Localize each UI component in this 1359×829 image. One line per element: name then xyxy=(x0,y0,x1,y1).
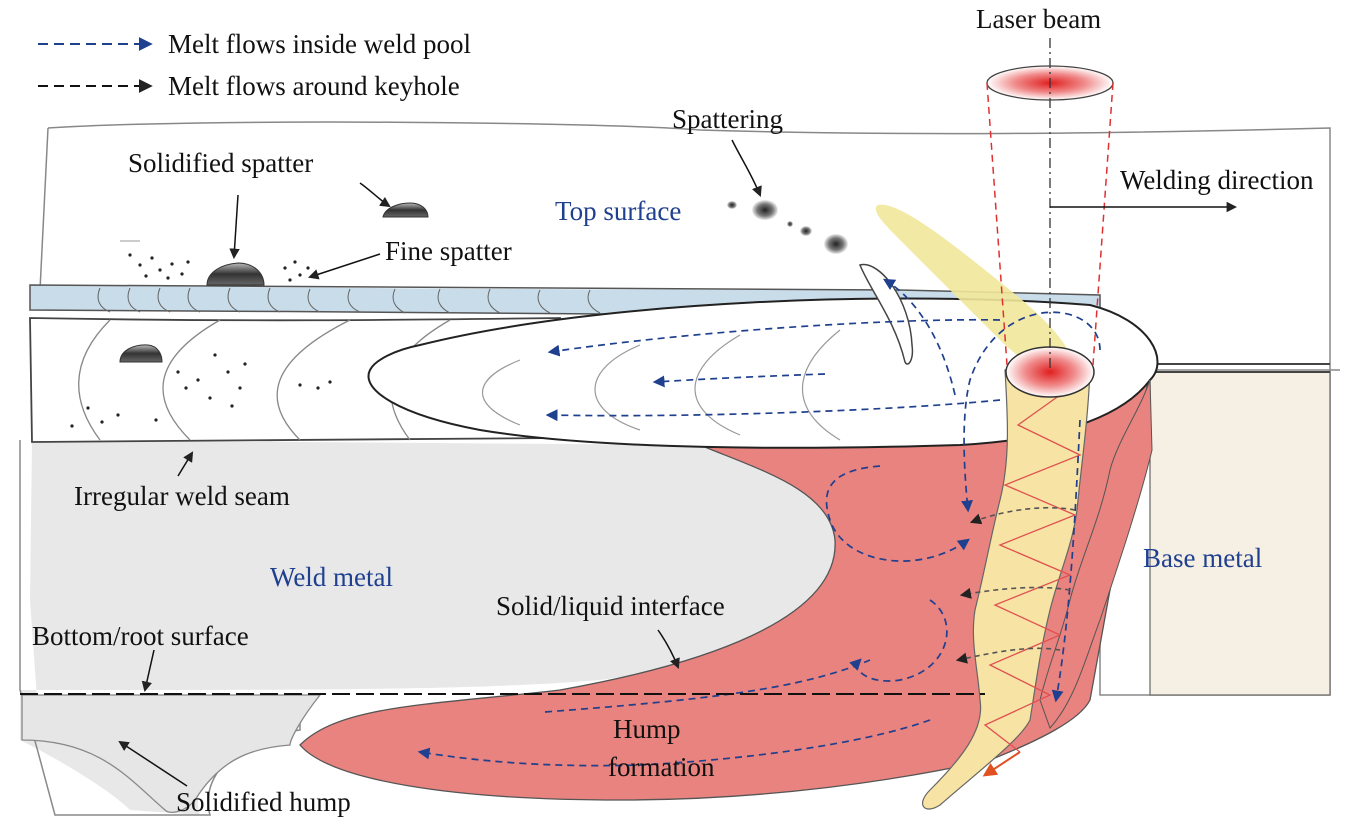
spatter-droplet xyxy=(824,234,848,254)
solidified-hump-shape xyxy=(21,694,322,813)
black-flow-arrows xyxy=(955,506,1076,664)
workpiece xyxy=(19,121,1340,816)
solidified-spatter-blob-2 xyxy=(382,202,429,218)
legend: Melt flows inside weld pool Melt flows a… xyxy=(38,29,471,101)
label-spattering: Spattering xyxy=(672,104,783,134)
label-base-metal: Base metal xyxy=(1143,543,1262,573)
legend-blue-label: Melt flows inside weld pool xyxy=(168,29,471,59)
label-hump-formation-1: Hump xyxy=(613,714,681,744)
label-hump-formation-2: formation xyxy=(608,752,715,782)
label-solidified-spatter: Solidified spatter xyxy=(128,148,313,178)
label-bottom-root-surface: Bottom/root surface xyxy=(32,621,249,651)
spatter-droplet xyxy=(787,221,793,227)
solidified-spatter-blob-1 xyxy=(206,262,265,286)
label-fine-spatter: Fine spatter xyxy=(385,236,512,266)
label-weld-metal: Weld metal xyxy=(270,562,393,592)
spatter-droplet xyxy=(800,226,812,236)
base-metal-block xyxy=(1149,371,1331,696)
laser-beam xyxy=(986,38,1238,372)
label-top-surface: Top surface xyxy=(555,196,681,226)
spatter-droplet xyxy=(752,200,778,220)
label-laser-beam: Laser beam xyxy=(976,4,1101,34)
spatter-group xyxy=(120,200,848,286)
blue-flow-arrows xyxy=(417,278,1101,767)
labels: Laser beam Spattering Solidified spatter… xyxy=(32,4,1314,817)
spatter-droplet xyxy=(727,201,737,209)
label-welding-direction: Welding direction xyxy=(1120,165,1314,195)
label-irregular-weld-seam: Irregular weld seam xyxy=(74,481,290,511)
legend-black-label: Melt flows around keyhole xyxy=(168,71,460,101)
label-solid-liquid-interface: Solid/liquid interface xyxy=(496,591,725,621)
pointer-arrows xyxy=(118,139,762,787)
label-solidified-hump: Solidified hump xyxy=(176,787,351,817)
vapour-plume xyxy=(875,204,1073,374)
weld-metal-region xyxy=(20,440,851,815)
